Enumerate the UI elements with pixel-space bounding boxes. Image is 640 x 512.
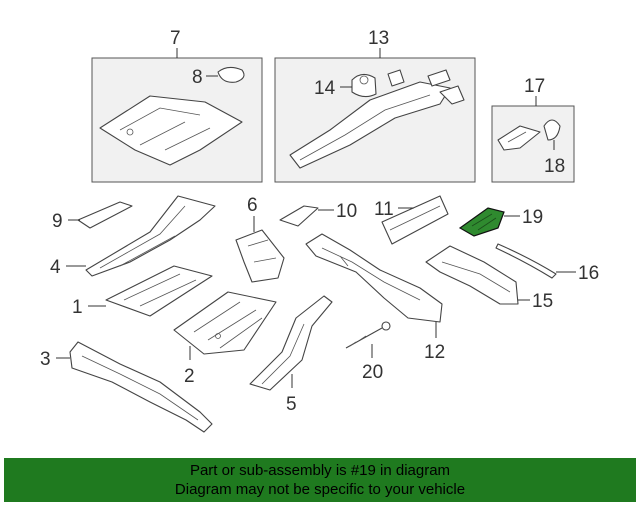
group-box-17: 17 18 xyxy=(491,76,575,183)
callout-2: 2 xyxy=(184,366,195,387)
part-3: 3 xyxy=(40,341,213,433)
callout-10: 10 xyxy=(336,201,357,222)
callout-5: 5 xyxy=(286,394,297,415)
part-5: 5 xyxy=(249,295,333,415)
callout-12: 12 xyxy=(424,342,445,363)
part-15: 15 xyxy=(425,245,553,312)
callout-6: 6 xyxy=(247,195,258,216)
callout-9: 9 xyxy=(52,211,63,232)
part-19[interactable]: 19 xyxy=(458,207,543,237)
info-banner: Part or sub-assembly is #19 in diagram D… xyxy=(4,458,636,502)
callout-15: 15 xyxy=(532,291,553,312)
callout-1: 1 xyxy=(72,297,83,318)
part-9: 9 xyxy=(52,201,133,232)
part-12: 12 xyxy=(305,233,445,363)
banner-line-1: Part or sub-assembly is #19 in diagram xyxy=(189,462,451,479)
group-box-13: 13 14 xyxy=(274,28,476,183)
callout-14: 14 xyxy=(314,78,336,99)
callout-16: 16 xyxy=(578,263,599,284)
part-1: 1 xyxy=(72,265,213,318)
callout-8: 8 xyxy=(192,67,203,88)
callout-13: 13 xyxy=(368,28,389,49)
banner-line-2: Diagram may not be specific to your vehi… xyxy=(174,481,466,498)
callout-19: 19 xyxy=(522,207,543,228)
part-10: 10 xyxy=(279,201,357,227)
part-11: 11 xyxy=(374,195,449,245)
part-4: 4 xyxy=(50,195,216,278)
group-box-7: 7 8 xyxy=(91,28,263,183)
part-2: 2 xyxy=(173,291,277,387)
part-6: 6 xyxy=(235,195,285,283)
callout-20: 20 xyxy=(362,362,383,383)
part-20: 20 xyxy=(345,321,391,383)
callout-7: 7 xyxy=(170,28,181,49)
part-16: 16 xyxy=(495,243,599,284)
callout-4: 4 xyxy=(50,257,61,278)
callout-18: 18 xyxy=(544,156,565,177)
callout-3: 3 xyxy=(40,349,51,370)
parts-diagram: 7 8 13 14 17 18 9 xyxy=(40,28,599,433)
callout-17: 17 xyxy=(524,76,545,97)
callout-11: 11 xyxy=(374,199,394,220)
